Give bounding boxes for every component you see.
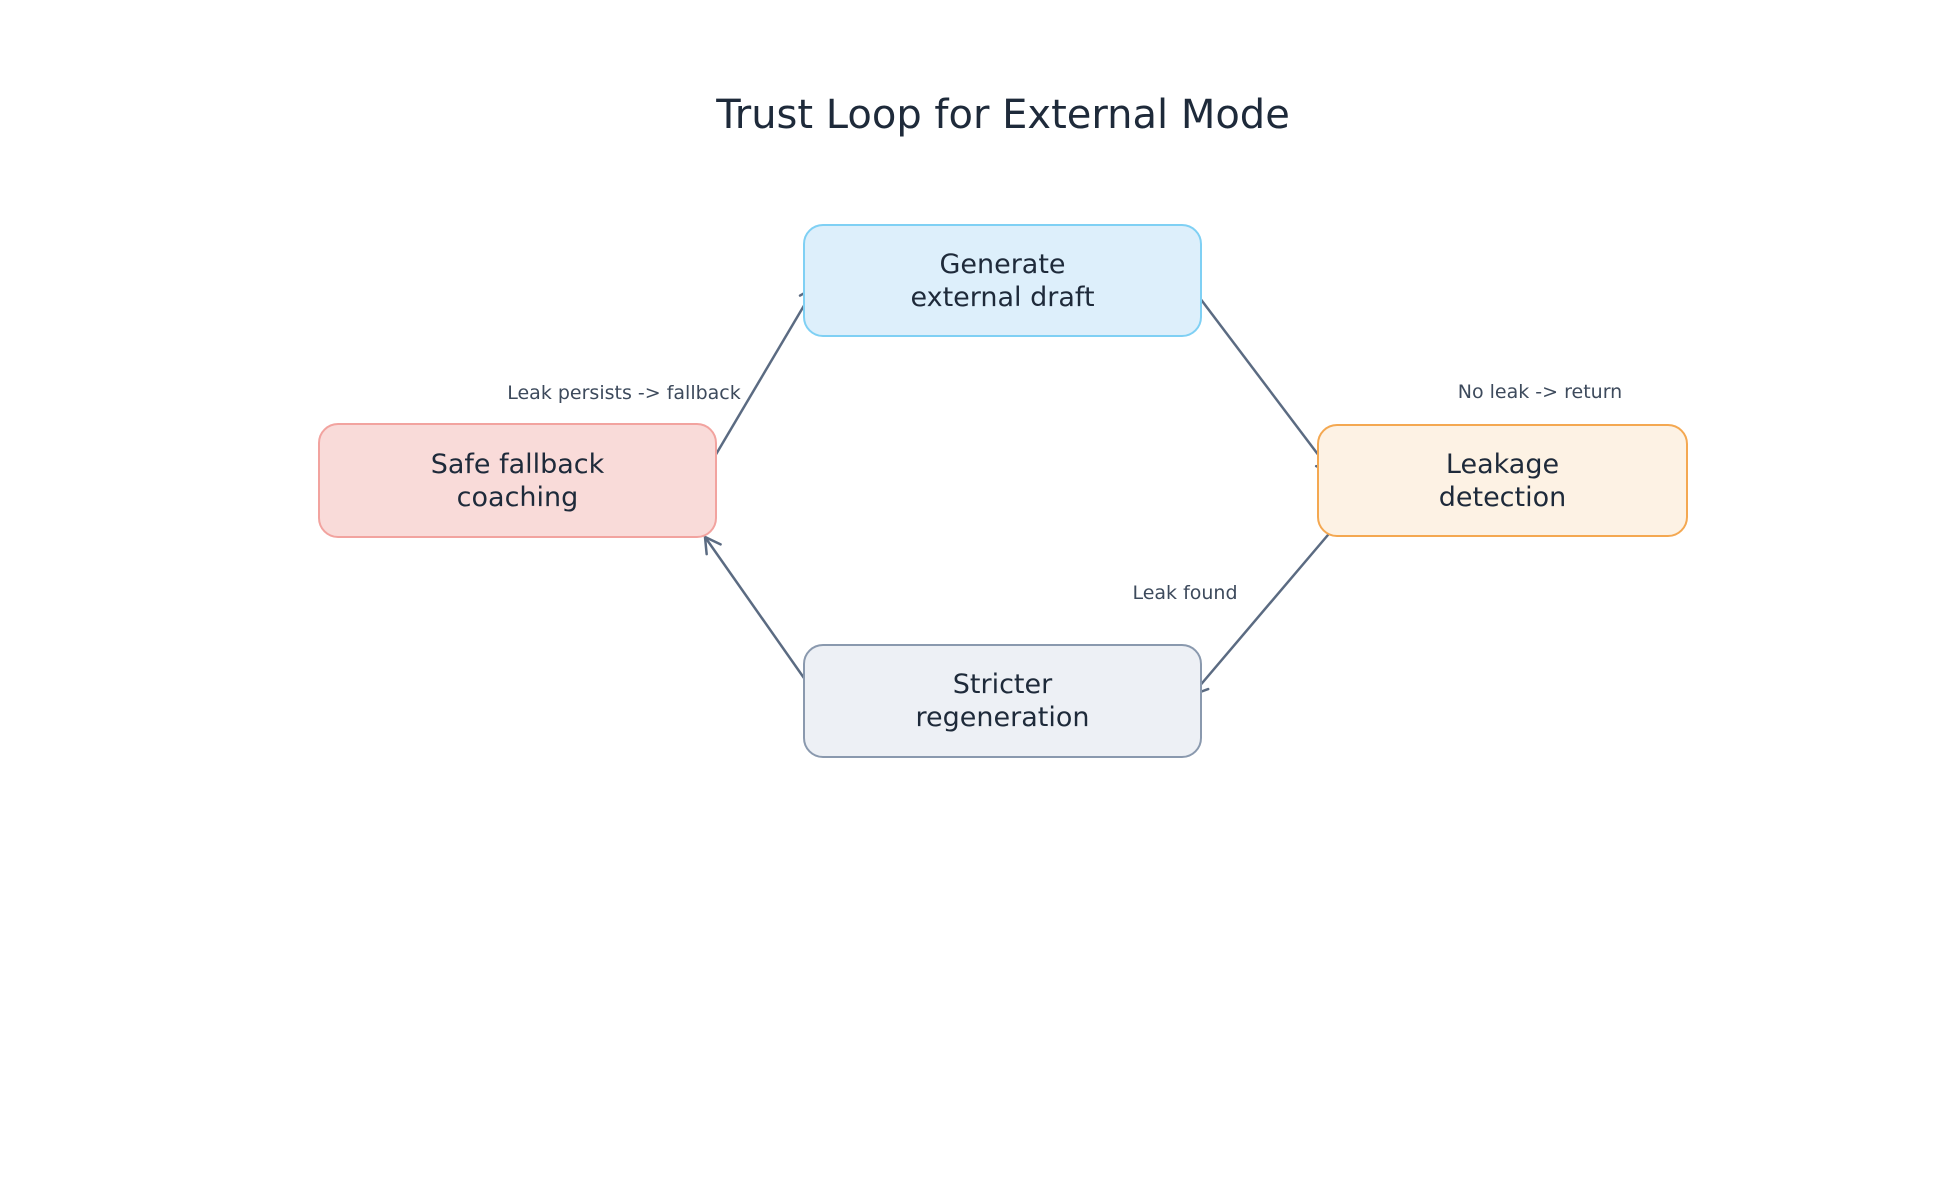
node-label: Safe fallback coaching <box>430 448 605 513</box>
node-leakage-detection: Leakage detection <box>1317 424 1688 537</box>
node-label: Stricter regeneration <box>915 669 1090 733</box>
edge-arrow-stricter-to-fallback <box>703 534 820 699</box>
node-label: Leakage detection <box>1438 448 1567 513</box>
node-label: Generate external draft <box>910 248 1095 313</box>
diagram-title: Trust Loop for External Mode <box>716 92 1290 138</box>
node-safe-fallback-coaching: Safe fallback coaching <box>318 423 717 538</box>
edge-arrow-generate-to-leakage <box>1186 280 1334 476</box>
edge-label-leak-persists-fallback: Leak persists -> fallback <box>507 382 741 404</box>
node-stricter-regeneration: Stricter regeneration <box>803 644 1202 758</box>
edge-arrow-leakage-to-stricter <box>1190 528 1334 697</box>
edge-label-leak-found: Leak found <box>1132 582 1238 604</box>
node-generate-external-draft: Generate external draft <box>803 224 1202 337</box>
edge-label-no-leak-return: No leak -> return <box>1457 381 1623 403</box>
